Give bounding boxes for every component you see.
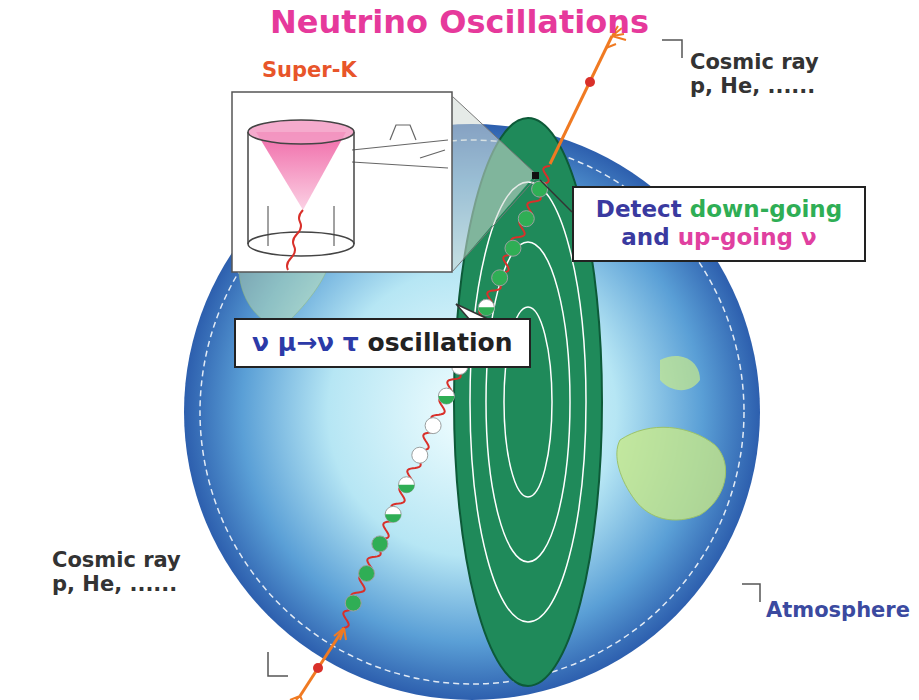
leader-line [540, 180, 572, 212]
mine-tunnel [352, 125, 448, 168]
word: and [621, 224, 677, 250]
dot-disc [518, 211, 534, 227]
word: ray [143, 548, 181, 572]
dot-disc [438, 388, 454, 404]
neutrino-flavour-dot [518, 211, 534, 227]
neutrino-flavour-dot [398, 477, 414, 493]
word: Detect [596, 196, 690, 222]
box-text: Detect down-going and up-going ν [590, 196, 848, 251]
detector-inset [232, 92, 452, 272]
neutrino-flavour-dot [505, 240, 521, 256]
dot-half [438, 396, 454, 404]
word: ...... [767, 74, 815, 98]
neutrino-flavour-dot [372, 536, 388, 552]
cosmic-ray-track [550, 36, 612, 164]
cosmic-ray-shower [290, 696, 302, 700]
dot-disc [425, 418, 441, 434]
neutrino-flavour-dot [478, 299, 494, 315]
tank-line [334, 206, 335, 246]
tank-line [268, 206, 269, 246]
neutrino-flavour-dot [359, 565, 375, 581]
neutrino-flavour-dot [345, 595, 361, 611]
word: ...... [129, 572, 177, 596]
word: ν [252, 328, 278, 357]
dot-disc [505, 240, 521, 256]
dot-disc [385, 506, 401, 522]
label: Atmosphere [766, 598, 910, 622]
zoom-wedge [452, 96, 536, 272]
neutrino-track [287, 210, 303, 270]
title: Neutrino Oscillations [270, 4, 649, 41]
dot-disc [412, 447, 428, 463]
word: p, [52, 572, 82, 596]
neutrino-flavour-dot [492, 270, 508, 286]
tank-wall [353, 132, 355, 244]
cosmic-ray-track [300, 628, 344, 696]
zoom-line [452, 96, 536, 174]
word: ray [781, 50, 819, 74]
tank-wall [247, 132, 249, 244]
dot-disc [398, 477, 414, 493]
label: Super-K [262, 58, 357, 82]
dot-disc [532, 181, 548, 197]
neutrino-flavour-dot [532, 181, 548, 197]
word: oscillation [367, 328, 512, 357]
box-text: ν μ→ν τ oscillation [252, 328, 512, 358]
word: Super-K [262, 58, 357, 82]
label-bracket [662, 40, 682, 58]
word: down-going [690, 196, 842, 222]
land-mass [617, 427, 726, 520]
tank-top [248, 120, 354, 144]
word: He, [82, 572, 129, 596]
dot-half [478, 307, 494, 315]
word: ν [801, 224, 817, 250]
label-bracket [268, 652, 288, 676]
dot-disc [359, 565, 375, 581]
interaction-point [585, 77, 595, 87]
label-bracket [742, 584, 760, 602]
neutrino-flavour-dot [438, 388, 454, 404]
word: Cosmic [52, 548, 143, 572]
detector-location [532, 172, 539, 179]
dot-half [385, 514, 401, 522]
neutrino-flavour-dot [412, 447, 428, 463]
word: τ [343, 328, 368, 357]
neutrino-flavour-dot [425, 418, 441, 434]
neutrino-wave [342, 166, 550, 628]
neutrino-flavour-dot [385, 506, 401, 522]
word: Atmosphere [766, 598, 910, 622]
cosmic-ray-arrowhead [334, 628, 346, 640]
callout-box: Detect down-going and up-going ν [572, 186, 866, 262]
zoom-line [452, 178, 536, 272]
dot-disc [478, 299, 494, 315]
label: Cosmic ray p, He, ...... [52, 548, 192, 596]
neutrino-path [342, 166, 550, 628]
earth-layer [470, 182, 586, 622]
land-mass [660, 356, 700, 390]
dot-disc [372, 536, 388, 552]
word: μ→ν [278, 328, 343, 357]
callout-box: ν μ→ν τ oscillation [234, 318, 531, 368]
dot-half [398, 485, 414, 493]
tank-bottom [248, 232, 354, 256]
dot-disc [492, 270, 508, 286]
word: up-going [678, 224, 801, 250]
label: Cosmic ray p, He, ...... [690, 50, 830, 98]
word: p, [690, 74, 720, 98]
interaction-point [313, 663, 323, 673]
word: Cosmic [690, 50, 781, 74]
dot-disc [345, 595, 361, 611]
word: He, [720, 74, 767, 98]
